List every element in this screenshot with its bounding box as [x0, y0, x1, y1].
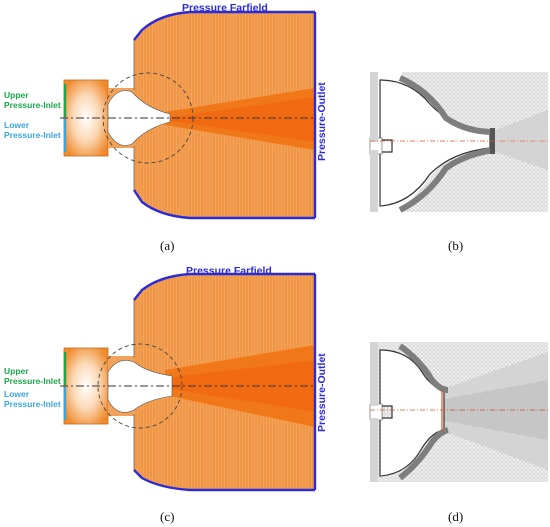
panel-a-farfield-label: Pressure Farfield: [182, 2, 268, 14]
panel-b-caption: (b): [448, 238, 463, 253]
panel-a-farfield-boundary: [133, 10, 315, 41]
panel-d-mesh: [369, 342, 548, 482]
panel-c-lower-inlet-label-1: Lower: [4, 389, 30, 399]
panel-a-mesh: [60, 10, 317, 220]
panel-a-inlet-chamber: [63, 79, 109, 157]
panel-a-upper-inlet-label-1: Upper: [4, 90, 29, 100]
panel-c-lower-inlet-label-2: Pressure-Inlet: [4, 399, 61, 409]
panel-b-nozzle-wall: [379, 79, 491, 207]
panel-a-lower-inlet-label-1: Lower: [4, 120, 30, 130]
panel-c-caption: (c): [160, 509, 174, 524]
panel-a-upper-inlet-label-2: Pressure-Inlet: [4, 100, 61, 110]
panel-b-mesh: [369, 72, 548, 213]
panel-c-refinement-circle: [97, 343, 183, 429]
panel-a-lower-inlet-label-2: Pressure-Inlet: [4, 130, 61, 140]
panel-a-outlet-label: Pressure-Outlet: [316, 82, 328, 161]
panel-c-outlet-label: Pressure-Outlet: [316, 353, 328, 432]
panel-d-caption: (d): [448, 509, 463, 524]
panel-c-upper-inlet-label-1: Upper: [4, 366, 29, 376]
panel-c-inlet-chamber: [63, 347, 109, 425]
panel-c-farfield-boundary: [133, 272, 315, 301]
panel-c-farfield-label: Pressure Farfield: [186, 265, 272, 277]
panel-a-nozzle: [107, 90, 171, 146]
panel-c-upper-inlet-label-2: Pressure-Inlet: [4, 376, 61, 386]
panel-c-mesh: [60, 272, 317, 492]
panel-a-caption: (a): [160, 238, 174, 253]
